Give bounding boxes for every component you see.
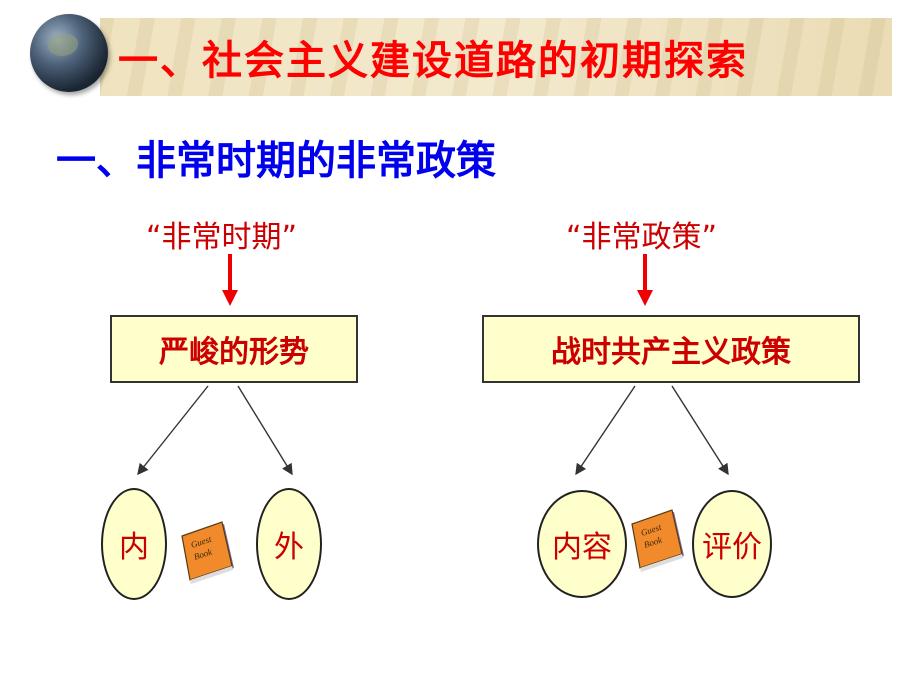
branch-line bbox=[237, 385, 293, 476]
guest-book-icon: Guest Book bbox=[631, 509, 684, 572]
title-banner bbox=[100, 18, 892, 96]
branch-line bbox=[671, 385, 729, 476]
down-arrow-right bbox=[637, 254, 653, 306]
policy-box: 战时共产主义政策 bbox=[482, 315, 860, 383]
left-quote: “非常时期” bbox=[146, 220, 298, 255]
globe-icon bbox=[30, 14, 108, 92]
slide-title: 一、社会主义建设道路的初期探索 bbox=[118, 38, 748, 84]
situation-box: 严峻的形势 bbox=[110, 315, 358, 383]
right-quote: “非常政策” bbox=[566, 220, 718, 255]
oval-content: 内容 bbox=[537, 490, 627, 598]
oval-external: 外 bbox=[256, 488, 322, 600]
oval-internal: 内 bbox=[101, 488, 167, 600]
section-title: 一、非常时期的非常政策 bbox=[56, 138, 496, 184]
guest-book-icon: Guest Book bbox=[181, 521, 234, 584]
branch-line bbox=[575, 385, 636, 476]
down-arrow-left bbox=[222, 254, 238, 306]
branch-line bbox=[137, 385, 209, 476]
oval-evaluation: 评价 bbox=[692, 490, 772, 598]
